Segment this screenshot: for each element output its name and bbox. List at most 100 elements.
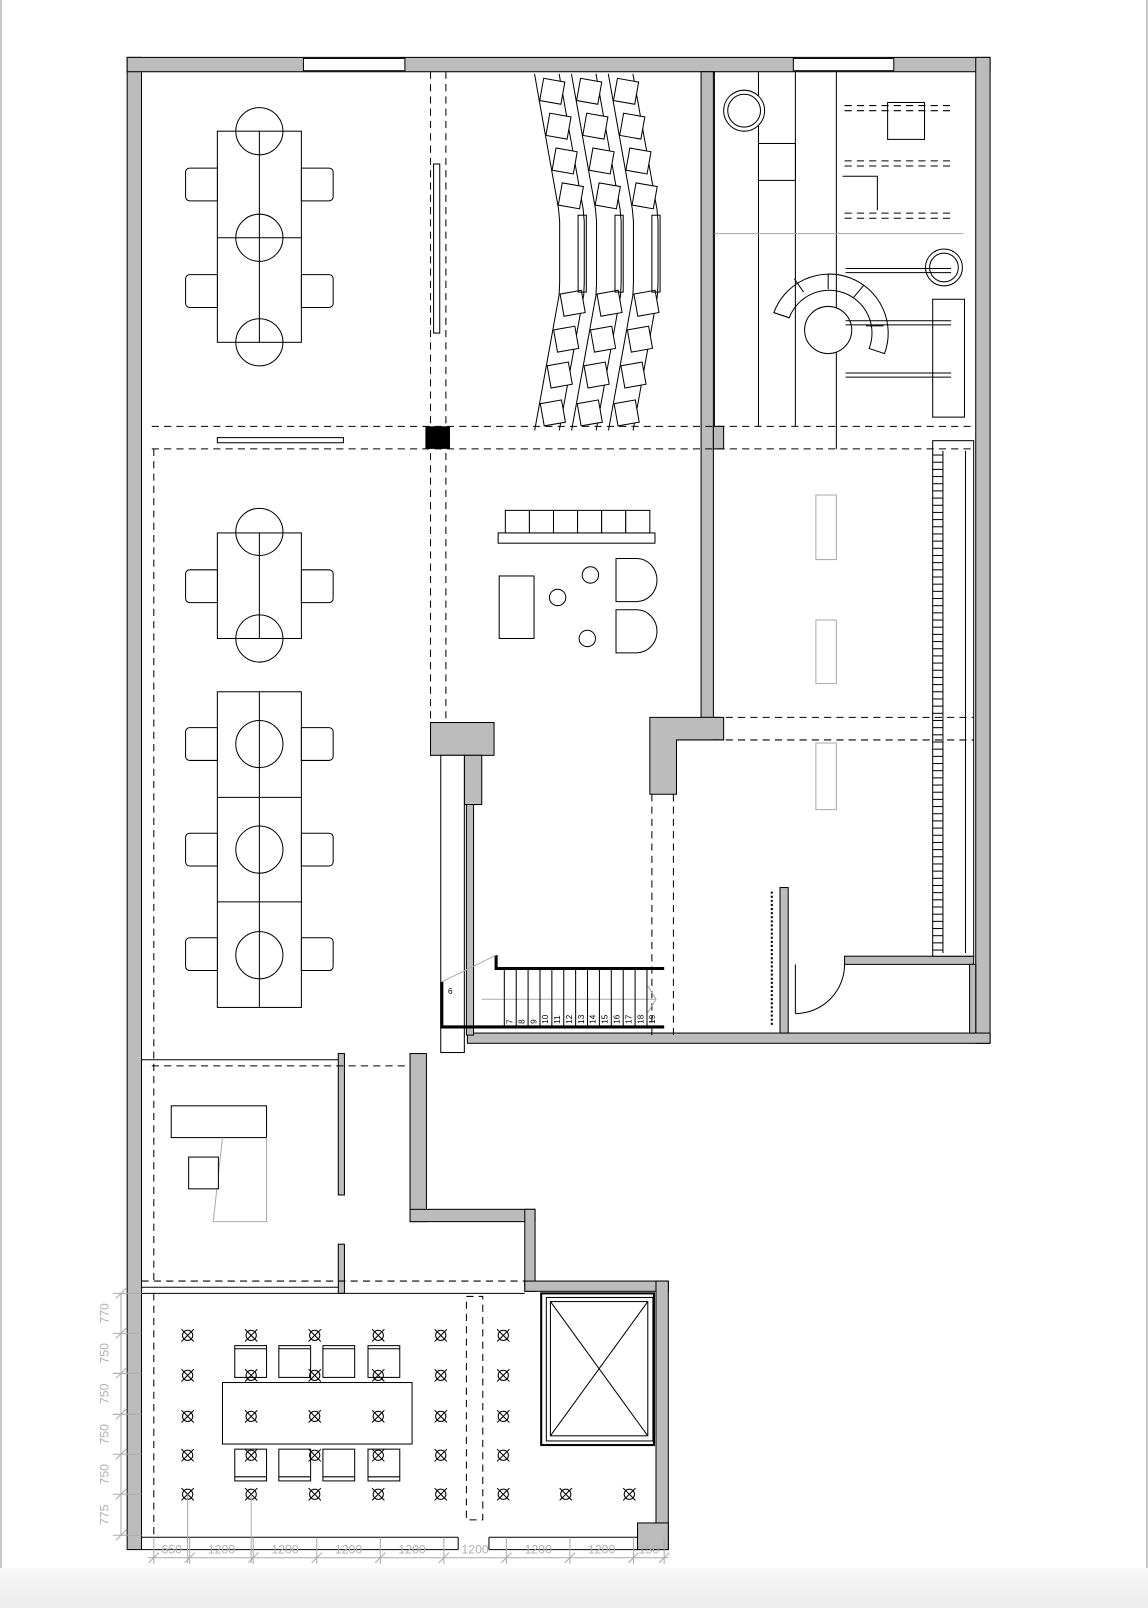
seat-row: [607, 73, 661, 431]
chair: [322, 1448, 356, 1482]
seat: [539, 77, 566, 105]
ceiling-light-icon: [181, 1328, 195, 1342]
seat: [596, 289, 623, 317]
ceiling-light-icon: [308, 1368, 322, 1382]
stair-step-number: 17: [624, 1014, 633, 1024]
auditorium-seating: [534, 73, 661, 431]
conference-room: [181, 1328, 636, 1563]
stair-step-number: 15: [601, 1014, 610, 1024]
page-left-edge: [0, 0, 2, 1568]
chair: [185, 569, 218, 604]
sofa-cushion: [552, 509, 579, 534]
seat: [551, 147, 578, 175]
coffee-table: [498, 575, 535, 639]
dimension-label: 750: [98, 1464, 112, 1485]
viewer-footer: [0, 1568, 1148, 1608]
seat: [620, 361, 647, 389]
stool: [235, 213, 284, 262]
seat: [633, 289, 660, 317]
dimension-label: 1200: [588, 1543, 615, 1557]
elevator-icon: [540, 1292, 655, 1447]
seat: [612, 77, 640, 105]
stool: [235, 825, 284, 874]
ceiling-light-icon: [308, 1409, 322, 1423]
seat: [631, 182, 658, 210]
sofa-cushion: [601, 509, 627, 534]
armchair: [615, 558, 658, 603]
stair-step-number: 10: [541, 1014, 550, 1024]
seat: [576, 399, 603, 427]
ceiling-light-icon: [496, 1409, 510, 1423]
window-top-right: [792, 57, 895, 72]
ceiling-light-icon: [244, 1448, 258, 1462]
stool: [235, 931, 284, 980]
window-top-left: [302, 57, 406, 72]
dimension-label: 650: [161, 1543, 182, 1557]
sofa-cushion: [577, 509, 603, 534]
chair: [185, 937, 218, 972]
workstation-table: [185, 691, 334, 1008]
chair: [234, 1345, 268, 1378]
column: [425, 426, 450, 449]
ceiling-light-icon: [308, 1487, 322, 1501]
dimension-label: 750: [98, 1383, 112, 1404]
armchair: [615, 609, 658, 654]
door-swing-icon: [794, 964, 846, 1015]
chair: [278, 1448, 312, 1482]
chair: [185, 832, 218, 867]
ceiling-light-icon: [181, 1409, 195, 1423]
sofa-cushion: [504, 509, 530, 534]
partition-bar: [216, 437, 344, 444]
dimension-label: 1200: [271, 1543, 298, 1557]
ceiling-light-icon: [371, 1368, 385, 1382]
chair: [300, 832, 334, 867]
chair: [367, 1345, 401, 1378]
sofa-cushion: [528, 509, 555, 534]
dimension-label: 1200: [208, 1543, 235, 1557]
seat: [559, 289, 586, 317]
stool: [581, 566, 600, 584]
ceiling-light-icon: [434, 1328, 448, 1342]
beam-lines: [141, 71, 974, 1538]
sofa-cushion: [625, 509, 651, 534]
stair-step-number: 6: [448, 987, 453, 996]
chair: [185, 727, 218, 761]
ceiling-light-icon: [434, 1409, 448, 1423]
ceiling-light-icon: [181, 1368, 195, 1382]
seat: [625, 147, 652, 175]
stair-step-number: 11: [553, 1015, 562, 1024]
seat: [557, 182, 585, 210]
dimension-label: 770: [98, 1303, 112, 1324]
seat-bench: [651, 214, 661, 293]
chair: [278, 1345, 312, 1378]
chair: [185, 274, 218, 308]
seat-row: [570, 73, 624, 431]
office-chair: [188, 1156, 219, 1190]
workstation-table: [185, 107, 334, 367]
seat: [539, 399, 567, 427]
dimension-label: 150: [639, 1543, 660, 1557]
interior-walls: [141, 71, 977, 1294]
desk: [170, 1105, 268, 1139]
lounge: [497, 509, 658, 654]
stair-step-number: 19: [648, 1014, 657, 1024]
stool: [235, 507, 284, 556]
stool: [235, 614, 284, 663]
dimension-label: 1200: [461, 1543, 488, 1557]
stair-step-number: 9: [529, 1019, 538, 1024]
seat-row: [534, 73, 587, 431]
ceiling-light-icon: [434, 1368, 448, 1382]
stair-step-number: 16: [613, 1014, 622, 1024]
chair: [300, 167, 334, 202]
ceiling-light-icon: [371, 1448, 385, 1462]
stair-step-number: 13: [577, 1014, 586, 1024]
ceiling-light-icon: [181, 1448, 195, 1462]
dimension-label: 1200: [398, 1543, 425, 1557]
seat: [589, 325, 617, 353]
upper-right-room: [713, 71, 965, 449]
stair-step-number: 14: [589, 1014, 598, 1024]
seat: [613, 399, 640, 427]
ceiling-light-icon: [308, 1448, 322, 1462]
